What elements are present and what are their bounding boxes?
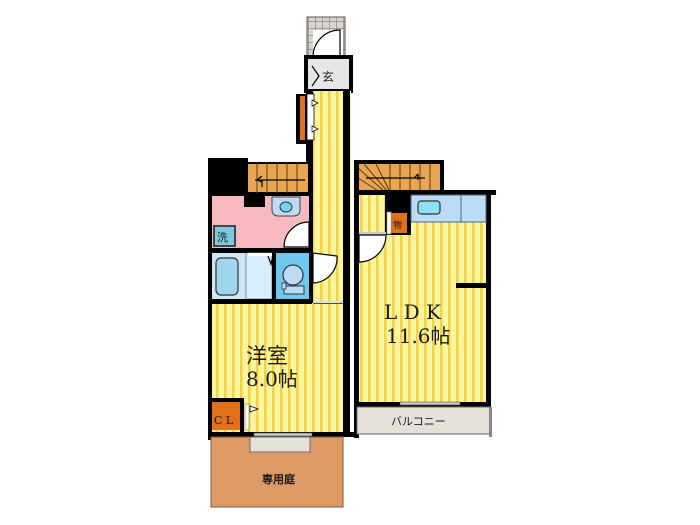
washing-machine-label: 洗	[217, 231, 228, 244]
balcony-label: バルコニー	[391, 415, 446, 428]
washroom-door[interactable]	[283, 221, 310, 248]
kitchen-counter	[410, 194, 487, 223]
shoe-cabinet	[296, 93, 319, 144]
closet[interactable]: C L	[208, 398, 260, 436]
western-room-name: 洋室	[246, 344, 288, 368]
wall	[272, 253, 276, 301]
closet-label: C L	[214, 414, 234, 427]
wall	[354, 190, 496, 195]
ldk-name: L D K	[384, 300, 442, 324]
washing-machine: 洗	[213, 225, 236, 247]
private-garden-label: 専用庭	[262, 472, 295, 486]
toilet-room	[276, 253, 309, 299]
staircase-right	[354, 160, 444, 193]
toilet-door[interactable]	[312, 252, 338, 284]
window-ldk[interactable]	[399, 401, 461, 406]
staircase-left	[246, 162, 310, 194]
wall-band	[208, 248, 312, 253]
ldk: L D K 11.6帖	[359, 195, 486, 403]
bathroom	[212, 252, 274, 300]
ldk-size: 11.6帖	[386, 324, 451, 348]
private-garden: 専用庭	[210, 436, 344, 508]
western-room: 洋室 8.0帖	[212, 304, 343, 434]
balcony: バルコニー	[356, 406, 492, 437]
wall	[354, 160, 359, 438]
washbasin	[271, 196, 301, 217]
storage-label: 物	[393, 219, 402, 231]
ldk-door[interactable]	[358, 232, 387, 263]
entrance-label: 玄	[322, 69, 334, 84]
wall	[309, 253, 313, 303]
wall	[486, 192, 491, 404]
wall	[208, 250, 212, 440]
partition-wall	[456, 283, 488, 288]
entrance-genkan: 玄	[304, 55, 353, 93]
western-room-size: 8.0帖	[246, 367, 298, 391]
wall	[208, 299, 312, 304]
storage[interactable]: 物	[385, 195, 411, 235]
window-western-room[interactable]	[253, 432, 313, 437]
entrance-door[interactable]	[312, 29, 343, 58]
washroom: 洗	[208, 193, 312, 250]
